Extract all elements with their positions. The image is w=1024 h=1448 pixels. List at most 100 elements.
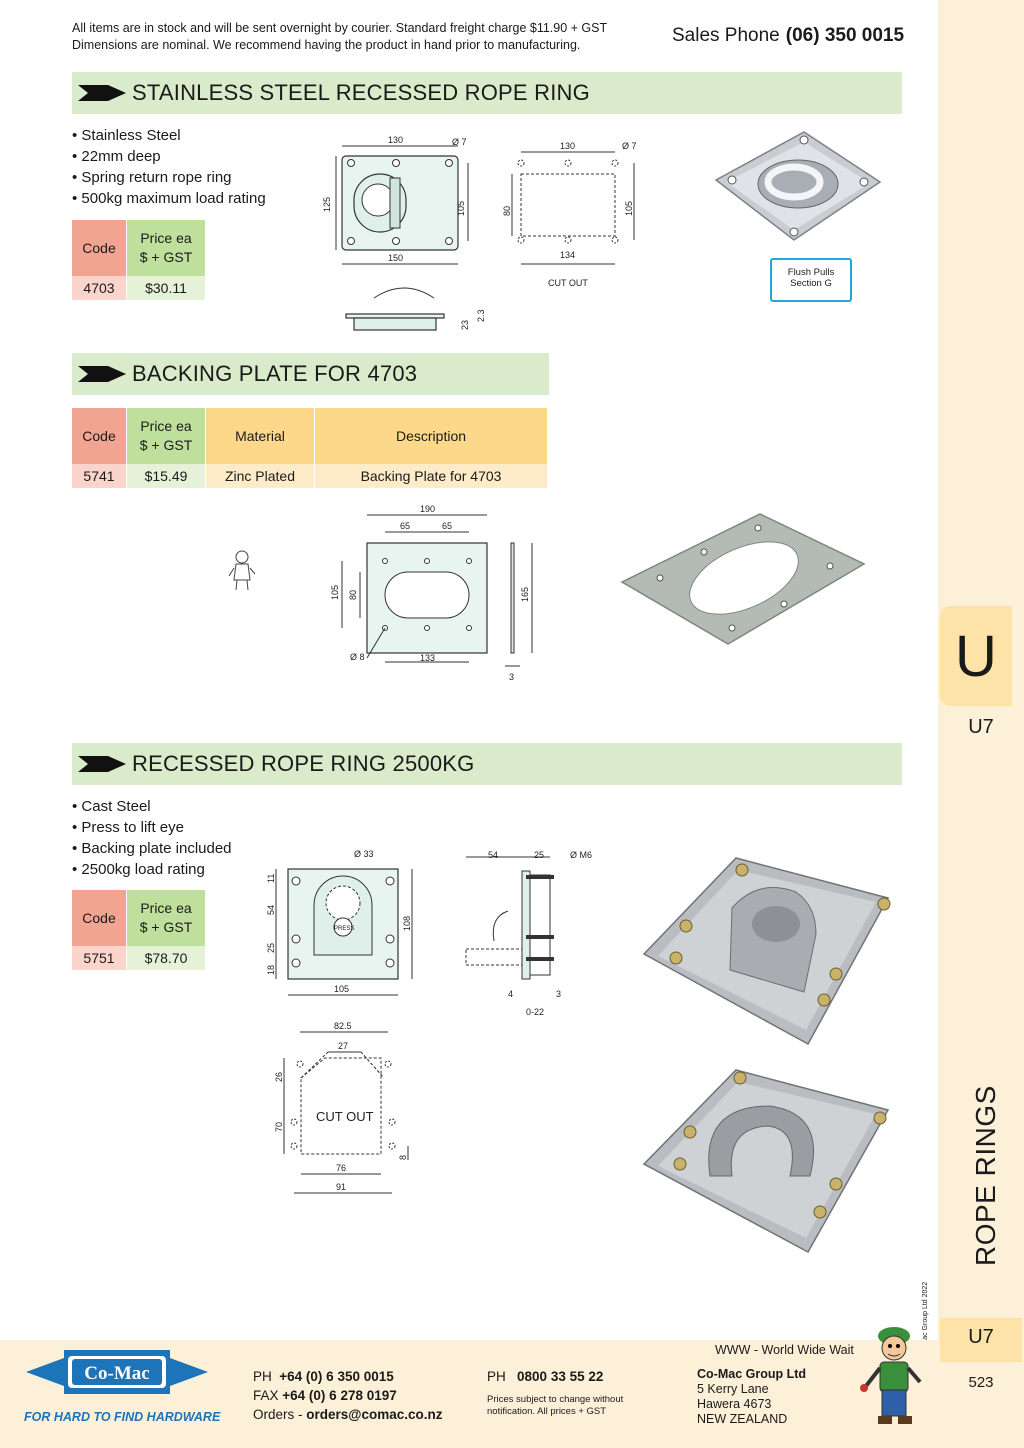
side-dim-3: 3: [556, 989, 561, 999]
section-title: BACKING PLATE FOR 4703: [132, 361, 418, 386]
tagline: FOR HARD TO FIND HARDWARE: [24, 1410, 221, 1424]
rope-ring-2500-photo-open: [642, 1069, 890, 1254]
dim-3: 3: [509, 672, 514, 682]
cutout-dim-80: 80: [502, 206, 512, 216]
dim-105: 105: [456, 201, 466, 216]
price-header: Price ea$ + GST: [127, 220, 205, 276]
notice-line-2: Dimensions are nominal. We recommend hav…: [72, 38, 581, 52]
side-dim-23: 23: [460, 320, 470, 330]
side-dim-m6: Ø M6: [570, 850, 592, 860]
dim-190: 190: [420, 504, 435, 514]
backing-plate-technical-drawing: 190 65 65 105 80 165 Ø 8 133 3: [330, 504, 533, 682]
price-header-line: Price ea: [140, 418, 192, 434]
www-slogan: WWW - World Wide Wait: [715, 1343, 854, 1357]
rope-ring-2500-photo-closed: [642, 857, 891, 1046]
cutout-dim-70: 70: [274, 1122, 284, 1132]
fax-label: FAX: [253, 1388, 279, 1403]
dim-130: 130: [388, 135, 403, 145]
arrow-icon: [78, 756, 126, 772]
dim-150: 150: [388, 253, 403, 263]
arrow-icon: [78, 366, 126, 382]
list-item: • Stainless Steel: [72, 127, 181, 144]
section-header-2500kg: RECESSED ROPE RING 2500KG: [72, 743, 902, 785]
cutout-dim-26: 26: [274, 1072, 284, 1082]
dim-18: 18: [266, 965, 276, 975]
dim-108: 108: [402, 916, 412, 931]
code-header: Code: [72, 890, 126, 946]
orders-label: Orders -: [253, 1407, 303, 1422]
product-code: 5751: [72, 946, 126, 970]
page-number: 523: [968, 1374, 994, 1391]
dim-11: 11: [266, 874, 276, 883]
company-name: Co-Mac Group Ltd: [697, 1367, 807, 1381]
cutout-dim-76: 76: [336, 1163, 346, 1173]
notice-line-1: All items are in stock and will be sent …: [72, 21, 608, 35]
list-item: • Press to lift eye: [72, 819, 184, 836]
side-dim-54: 54: [488, 850, 498, 860]
dim-165: 165: [520, 587, 530, 602]
orders-email[interactable]: orders@comac.co.nz: [306, 1407, 443, 1422]
dim-54: 54: [266, 905, 276, 915]
product-material: Zinc Plated: [206, 464, 314, 488]
address-line: Hawera 4673: [697, 1397, 772, 1411]
sales-phone: Sales Phone(06) 350 0015: [672, 25, 904, 47]
backing-plate-photo: [620, 513, 866, 645]
freephone-label: PH: [487, 1369, 506, 1384]
list-item: • Cast Steel: [72, 798, 151, 815]
feature-list: • Stainless Steel • 22mm deep • Spring r…: [72, 125, 266, 209]
product-price: $30.11: [127, 276, 205, 300]
section-tab-letter[interactable]: U: [940, 606, 1012, 706]
product-code: 4703: [72, 276, 126, 300]
cutout-label: CUT OUT: [316, 1109, 374, 1124]
material-header: Material: [206, 408, 314, 464]
cutout-outline: [520, 173, 616, 237]
address-block: Co-Mac Group Ltd 5 Kerry Lane Hawera 467…: [697, 1367, 806, 1427]
product-price: $15.49: [127, 464, 205, 488]
feature-list: • Cast Steel • Press to lift eye • Backi…: [72, 796, 232, 880]
section-header-stainless: STAINLESS STEEL RECESSED ROPE RING: [72, 72, 902, 114]
section-header-backing-plate: BACKING PLATE FOR 4703: [72, 353, 549, 395]
sidebar: [938, 0, 1024, 1448]
dim-hole-8: Ø 8: [350, 652, 365, 662]
disclaimer-line: Prices subject to change without: [487, 1394, 624, 1405]
list-item: • 2500kg load rating: [72, 861, 205, 878]
flush-pulls-reference[interactable]: Flush Pulls Section G: [770, 258, 852, 302]
code-header: Code: [72, 408, 126, 464]
rope-ring-2500-front-drawing: PRESS Ø 33 11 54 25 18 108 105: [266, 849, 413, 996]
product-description: Backing Plate for 4703: [315, 464, 547, 488]
page-code: U7: [940, 1318, 1022, 1362]
phone-number[interactable]: +64 (0) 6 350 0015: [279, 1369, 394, 1384]
list-item: • 500kg maximum load rating: [72, 190, 266, 207]
address-line: NEW ZEALAND: [697, 1412, 788, 1426]
stock-notice: All items are in stock and will be sent …: [72, 20, 632, 54]
cutout-dim-91: 91: [336, 1182, 346, 1192]
cutout-dim-8: 8: [398, 1155, 408, 1160]
dim-65b: 65: [442, 521, 452, 531]
contact-block: PH +64 (0) 6 350 0015 FAX +64 (0) 6 278 …: [253, 1367, 443, 1424]
dim-105: 105: [334, 984, 349, 994]
address-line: 5 Kerry Lane: [697, 1382, 769, 1396]
freephone-number[interactable]: 0800 33 55 22: [517, 1369, 604, 1384]
rope-ring-2500-cutout-drawing: 82.5 27 26 70 CUT OUT 8 76 91: [274, 1021, 409, 1194]
rope-ring-2500-side-drawing: 54 25 Ø M6 4 3 0-22: [465, 850, 592, 1017]
price-header-line: Price ea: [140, 900, 192, 916]
price-table-5741: Code Price ea$ + GST Material Descriptio…: [71, 408, 548, 488]
dim-105: 105: [330, 585, 340, 600]
list-item: • 22mm deep: [72, 148, 161, 165]
sales-phone-number[interactable]: (06) 350 0015: [785, 25, 905, 46]
code-header: Code: [72, 220, 126, 276]
cutout-dim-82-5: 82.5: [334, 1021, 352, 1031]
section-tab-code: U7: [968, 716, 994, 738]
product-code: 5741: [72, 464, 126, 488]
cutout-outline: [300, 1057, 382, 1155]
sales-phone-label: Sales Phone: [672, 25, 780, 46]
mascot-sketch-icon: [228, 550, 256, 591]
fax-number: +64 (0) 6 278 0197: [282, 1388, 397, 1403]
rope-ring-photo: [714, 131, 882, 241]
cutout-dim-27: 27: [338, 1041, 348, 1051]
side-dim-0-22: 0-22: [526, 1007, 544, 1017]
cutout-dim-134: 134: [560, 250, 575, 260]
reference-line: Section G: [790, 278, 832, 289]
phone-label: PH: [253, 1369, 272, 1384]
side-dim-4: 4: [508, 989, 513, 999]
